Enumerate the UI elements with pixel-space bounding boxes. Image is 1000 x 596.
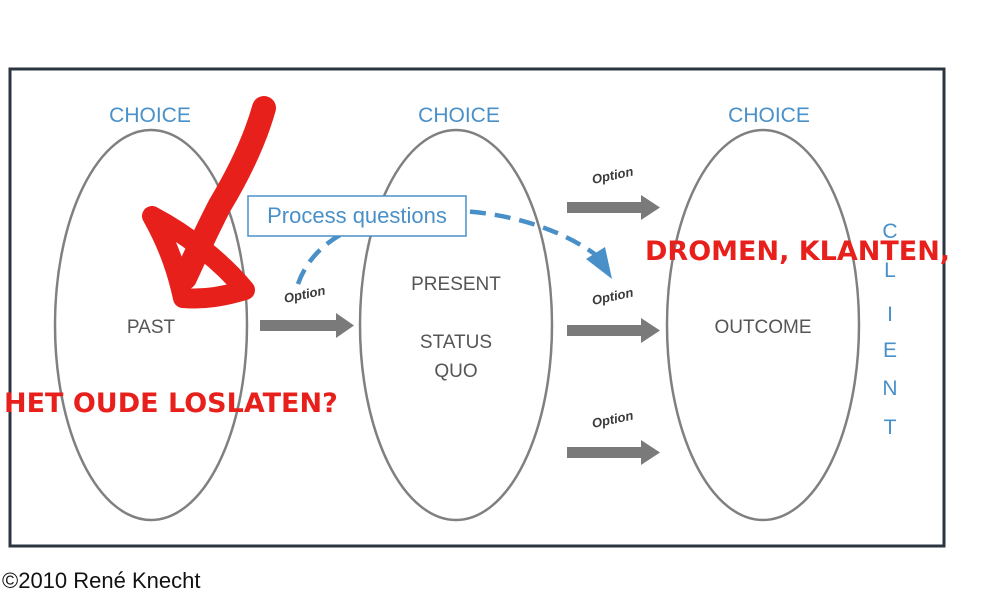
- client-letter-c: C: [882, 220, 897, 243]
- option-label-top: Option: [591, 164, 635, 187]
- outcome-label: OUTCOME: [714, 317, 811, 338]
- quo-label: QUO: [434, 361, 477, 382]
- client-letter-l: L: [884, 259, 896, 282]
- past-ellipse: [53, 128, 249, 522]
- arrow-present-to-outcome-bottom: [567, 440, 660, 465]
- option-label-past: Option: [283, 283, 327, 306]
- copyright-text: ©2010 René Knecht: [2, 568, 200, 593]
- red-hand-drawn-arrow: [142, 96, 276, 309]
- diagram-frame: [8, 67, 946, 548]
- process-questions-label: Process questions: [267, 203, 447, 228]
- choice-label-3: CHOICE: [728, 104, 810, 127]
- choice-label-1: CHOICE: [109, 104, 191, 127]
- client-letter-t: T: [884, 416, 897, 439]
- annotation-dromen-klanten: DROMEN, KLANTEN,: [645, 236, 950, 267]
- present-ellipse: [358, 128, 554, 522]
- past-label: PAST: [127, 317, 176, 338]
- client-letter-i: I: [887, 303, 893, 326]
- option-label-bottom: Option: [591, 408, 635, 431]
- option-label-middle: Option: [591, 285, 635, 308]
- annotation-het-oude-loslaten: HET OUDE LOSLATEN?: [4, 388, 338, 419]
- dashed-arrow-head: [586, 247, 612, 279]
- client-letter-n: N: [882, 377, 897, 400]
- arrow-present-to-outcome-middle: [567, 318, 660, 343]
- process-questions-box: [247, 195, 467, 237]
- client-letter-e: E: [883, 339, 897, 362]
- present-label: PRESENT: [411, 274, 501, 295]
- status-label: STATUS: [420, 332, 492, 353]
- choice-label-2: CHOICE: [418, 104, 500, 127]
- arrow-present-to-outcome-top: [567, 195, 660, 220]
- arrow-past-to-present: [260, 313, 354, 338]
- outcome-ellipse: [665, 128, 861, 522]
